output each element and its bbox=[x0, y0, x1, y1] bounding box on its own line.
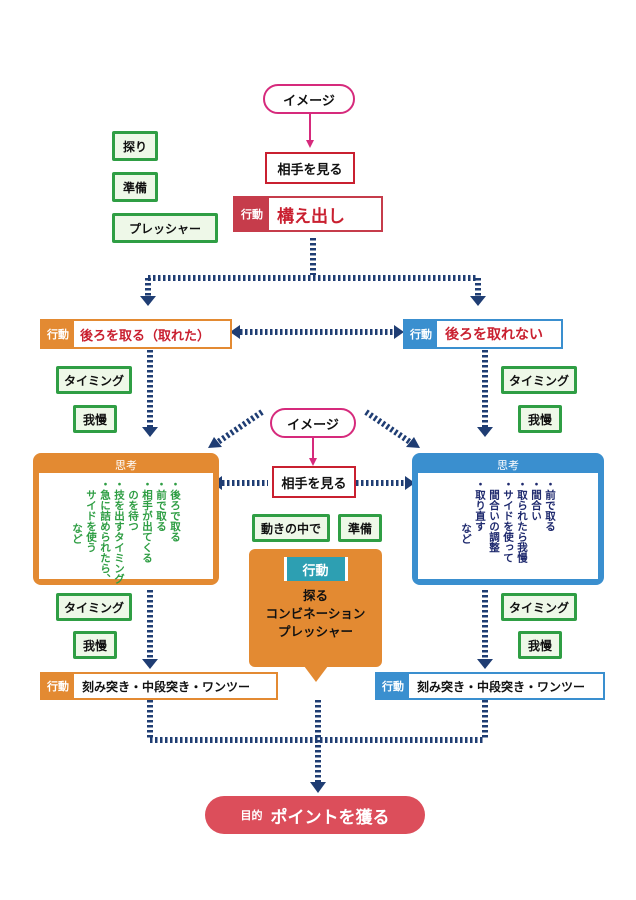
left-thought-content: ・後ろで取る ・前で取る ・相手が出てくる のを待つ ・技を出すタイミング ・急… bbox=[39, 473, 213, 584]
left-action-box: 行動 後ろを取る（取れた） bbox=[40, 319, 232, 349]
left-bottom-text: 刻み突き・中段突き・ワンツー bbox=[82, 679, 251, 694]
see-opponent-box-center: 相手を見る bbox=[272, 466, 356, 498]
right-patience: 我慢 bbox=[518, 405, 562, 433]
right-bottom-text: 刻み突き・中段突き・ワンツー bbox=[417, 679, 586, 694]
thought-items: ・後ろで取る ・前で取る ・相手が出てくる のを待つ ・技を出すタイミング ・急… bbox=[71, 479, 181, 584]
right-action-box: 行動 後ろを取れない bbox=[403, 319, 563, 349]
action-tag: 行動 bbox=[42, 321, 74, 347]
right-thought-content: ・前で取る ・間合い ・取られたら我慢 ・サイドを使って 間合いの調整 ・取り直… bbox=[418, 473, 598, 579]
prepare-label: 準備 bbox=[338, 514, 382, 542]
left-patience: 我慢 bbox=[73, 405, 117, 433]
side-item-junbi: 準備 bbox=[112, 172, 158, 202]
goal-text: ポイントを獲る bbox=[270, 807, 390, 828]
action-tag: 行動 bbox=[235, 198, 269, 230]
center-action-lines: 探る コンビネーション プレッシャー bbox=[265, 588, 366, 639]
action-tag: 行動 bbox=[42, 674, 74, 698]
right-patience-2: 我慢 bbox=[518, 631, 562, 659]
right-bottom-action: 行動 刻み突き・中段突き・ワンツー bbox=[375, 672, 605, 700]
left-bottom-action: 行動 刻み突き・中段突き・ワンツー bbox=[40, 672, 278, 700]
side-item-saguri: 探り bbox=[112, 131, 158, 161]
center-action-box: 行動 探る コンビネーション プレッシャー bbox=[249, 549, 382, 667]
thought-items: ・前で取る ・間合い ・取られたら我慢 ・サイドを使って 間合いの調整 ・取り直… bbox=[460, 479, 556, 563]
action-kamae-box: 行動 構え出し bbox=[233, 196, 383, 232]
center-action-tag: 行動 bbox=[283, 557, 348, 581]
goal-tag: 目的 bbox=[240, 809, 263, 822]
right-timing: タイミング bbox=[501, 366, 577, 394]
side-item-pressure: プレッシャー bbox=[112, 213, 218, 243]
action-tag: 行動 bbox=[405, 321, 437, 347]
in-motion-label: 動きの中で bbox=[252, 514, 330, 542]
image-pill-top: イメージ bbox=[263, 84, 355, 114]
left-timing: タイミング bbox=[56, 366, 132, 394]
right-thought-box: 思考 ・前で取る ・間合い ・取られたら我慢 ・サイドを使って 間合いの調整 ・… bbox=[412, 453, 604, 585]
image-pill-center: イメージ bbox=[270, 408, 356, 438]
thought-label: 思考 bbox=[115, 459, 137, 472]
thought-label: 思考 bbox=[497, 459, 519, 472]
right-timing-2: タイミング bbox=[501, 593, 577, 621]
see-opponent-box-top: 相手を見る bbox=[265, 152, 355, 184]
left-action-title: 後ろを取る（取れた） bbox=[80, 328, 211, 344]
action-tag: 行動 bbox=[377, 674, 409, 698]
left-patience-2: 我慢 bbox=[73, 631, 117, 659]
right-action-title: 後ろを取れない bbox=[445, 327, 543, 343]
kamae-text: 構え出し bbox=[277, 206, 345, 227]
goal-pill: 目的 ポイントを獲る bbox=[205, 796, 425, 834]
left-thought-box: 思考 ・後ろで取る ・前で取る ・相手が出てくる のを待つ ・技を出すタイミング… bbox=[33, 453, 219, 585]
left-timing-2: タイミング bbox=[56, 593, 132, 621]
